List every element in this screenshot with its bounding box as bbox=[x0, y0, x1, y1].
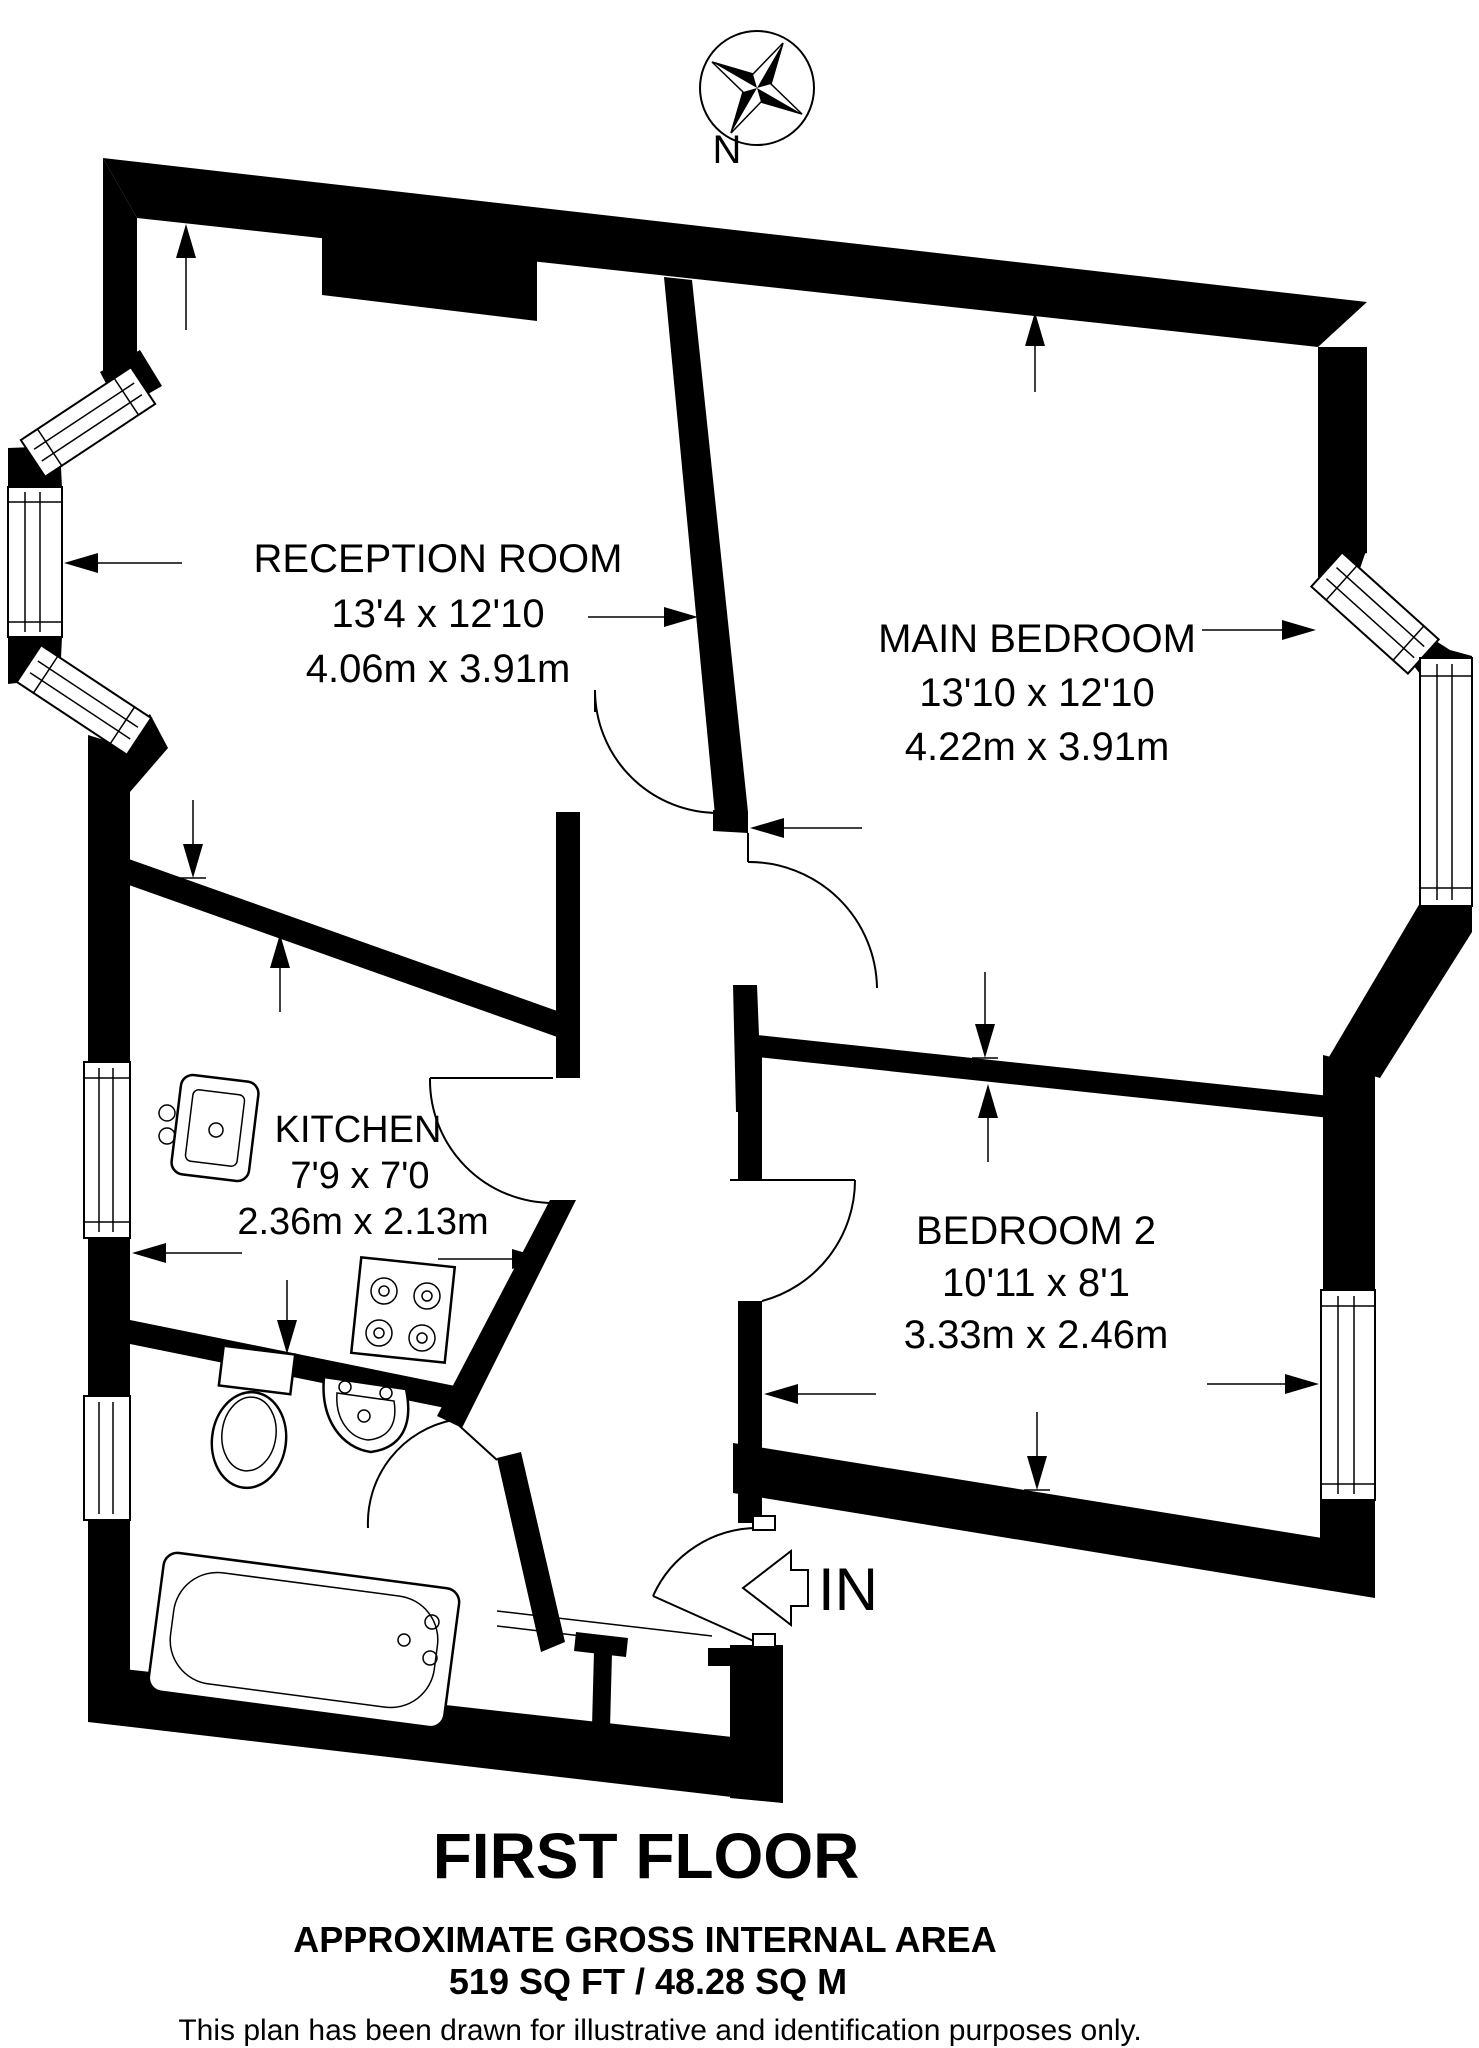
dimension-arrow bbox=[1202, 620, 1316, 640]
room-label-main-bedroom: MAIN BEDROOM 13'10 x 12'10 4.22m x 3.91m bbox=[878, 617, 1196, 769]
wall-right-upper bbox=[1318, 347, 1367, 566]
dimension-arrow bbox=[1024, 1412, 1050, 1491]
entrance-arrow-icon bbox=[741, 1548, 809, 1628]
room-labels: RECEPTION ROOM 13'4 x 12'10 4.06m x 3.91… bbox=[237, 537, 1196, 1357]
room-label-bedroom2: BEDROOM 2 10'11 x 8'1 3.33m x 2.46m bbox=[904, 1209, 1169, 1357]
dimension-arrow bbox=[750, 818, 862, 838]
floor-title: FIRST FLOOR bbox=[433, 1820, 860, 1892]
dimension-arrow bbox=[270, 934, 290, 1012]
door-reception bbox=[594, 689, 719, 814]
windows bbox=[7, 365, 1473, 1521]
disclaimer-text: This plan has been drawn for illustrativ… bbox=[178, 2014, 1141, 2047]
dimension-arrow bbox=[176, 224, 196, 330]
door-bedroom2 bbox=[730, 1179, 857, 1302]
door-bathroom bbox=[366, 1419, 498, 1529]
dimension-arrow bbox=[277, 1280, 297, 1354]
room-name: KITCHEN bbox=[275, 1109, 442, 1151]
fixtures bbox=[147, 1073, 713, 1729]
room-dims-m: 3.33m x 2.46m bbox=[904, 1313, 1169, 1357]
window bbox=[1419, 657, 1473, 907]
room-dims-ft: 13'10 x 12'10 bbox=[919, 671, 1154, 715]
wall-kitchen-top bbox=[126, 858, 560, 1038]
door-main-bedroom bbox=[747, 833, 878, 989]
stove-icon bbox=[349, 1255, 457, 1365]
window bbox=[7, 486, 63, 638]
window bbox=[19, 365, 157, 479]
wall-top bbox=[103, 158, 1367, 347]
door-kitchen bbox=[428, 1077, 554, 1204]
wall-left-upper bbox=[103, 158, 137, 376]
kitchen-sink-icon bbox=[158, 1073, 260, 1183]
room-dims-m: 4.06m x 3.91m bbox=[306, 647, 571, 691]
compass-rose-icon: N bbox=[699, 30, 815, 172]
wall-right-lower bbox=[1323, 1055, 1375, 1290]
dimension-arrow bbox=[438, 1249, 546, 1269]
room-name: BEDROOM 2 bbox=[916, 1209, 1156, 1253]
window bbox=[1320, 1289, 1376, 1501]
room-name: MAIN BEDROOM bbox=[878, 617, 1196, 661]
dimension-arrow bbox=[64, 553, 182, 573]
footer: FIRST FLOOR APPROXIMATE GROSS INTERNAL A… bbox=[178, 1820, 1141, 2047]
wall-divider-bedrooms bbox=[738, 1033, 1330, 1118]
window bbox=[83, 1395, 131, 1521]
dimension-arrow bbox=[180, 800, 206, 879]
dimension-arrow bbox=[1025, 312, 1045, 392]
bathroom-sink-icon bbox=[322, 1375, 410, 1454]
dimension-arrow bbox=[978, 1084, 998, 1162]
wall-divider-reception-bedroom bbox=[664, 277, 748, 815]
dimension-arrow bbox=[132, 1243, 242, 1263]
wall-chimney-breast bbox=[322, 236, 537, 321]
window bbox=[1309, 551, 1441, 675]
dimension-arrow bbox=[764, 1384, 876, 1404]
dimension-arrows bbox=[64, 224, 1319, 1491]
bathtub-icon bbox=[147, 1551, 461, 1729]
room-dims-ft: 13'4 x 12'10 bbox=[331, 592, 544, 636]
room-dims-m: 2.36m x 2.13m bbox=[237, 1201, 488, 1243]
entrance-label: IN bbox=[818, 1556, 878, 1623]
room-name: RECEPTION ROOM bbox=[254, 537, 623, 581]
dimension-arrow bbox=[588, 607, 698, 627]
room-dims-ft: 7'9 x 7'0 bbox=[290, 1155, 429, 1197]
dimension-arrow bbox=[1207, 1374, 1319, 1394]
room-dims-m: 4.22m x 3.91m bbox=[905, 725, 1170, 769]
room-label-reception: RECEPTION ROOM 13'4 x 12'10 4.06m x 3.91… bbox=[254, 537, 623, 691]
area-heading: APPROXIMATE GROSS INTERNAL AREA bbox=[293, 1919, 996, 1960]
wall-left-lower bbox=[88, 735, 130, 1062]
room-dims-ft: 10'11 x 8'1 bbox=[942, 1261, 1130, 1305]
entrance: IN bbox=[741, 1548, 878, 1628]
dimension-arrow bbox=[972, 972, 998, 1059]
toilet-icon bbox=[210, 1344, 297, 1490]
wall-bedroom2-bottom bbox=[733, 1443, 1375, 1598]
doors bbox=[366, 689, 878, 1648]
stair-lines bbox=[496, 1610, 713, 1638]
compass-north-label: N bbox=[713, 128, 742, 172]
room-label-kitchen: KITCHEN 7'9 x 7'0 2.36m x 2.13m bbox=[237, 1109, 488, 1243]
window bbox=[83, 1061, 131, 1239]
area-value: 519 SQ FT / 48.28 SQ M bbox=[449, 1961, 847, 2002]
window bbox=[15, 643, 153, 757]
door-entrance bbox=[652, 1515, 776, 1648]
walls bbox=[8, 158, 1472, 1803]
